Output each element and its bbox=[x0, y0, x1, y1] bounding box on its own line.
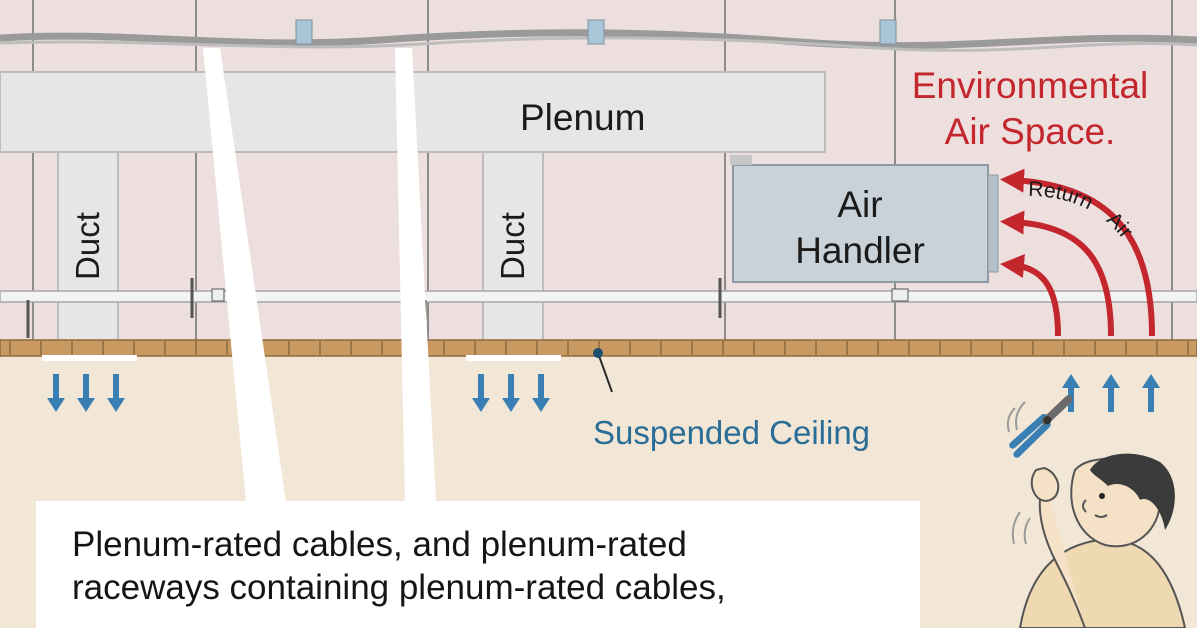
suspended-ceiling-label: Suspended Ceiling bbox=[593, 414, 871, 451]
environmental-air-space-label: Environmental Air Space. bbox=[880, 63, 1180, 155]
note-line-2: raceways containing plenum-rated cables, bbox=[72, 568, 726, 607]
junction-box-left bbox=[211, 288, 225, 302]
note-callout-box: Plenum-rated cables, and plenum-rated ra… bbox=[36, 501, 920, 628]
environmental-label-line1: Environmental bbox=[911, 65, 1149, 106]
duct-left-label: Duct bbox=[69, 212, 106, 280]
cable-hangers bbox=[295, 19, 897, 45]
suspended-ceiling-pointer-dot bbox=[593, 348, 603, 358]
junction-box-right bbox=[891, 288, 909, 302]
return-air-curves bbox=[1000, 168, 1155, 337]
air-handler-box bbox=[732, 164, 989, 283]
air-handler-label-line1: Air bbox=[837, 184, 883, 225]
duct-left-body bbox=[57, 151, 119, 345]
plenum-space-background bbox=[0, 0, 1197, 345]
environmental-label-line2: Air Space. bbox=[944, 111, 1116, 152]
ceiling-grid-runner bbox=[0, 290, 1197, 303]
air-handler-support bbox=[730, 155, 752, 165]
ceiling-light-left bbox=[42, 355, 137, 361]
callout-wedge-left bbox=[203, 48, 286, 502]
air-handler-vent bbox=[987, 174, 999, 273]
person-illustration bbox=[1011, 453, 1187, 628]
plenum-label: Plenum bbox=[520, 97, 646, 138]
pliers-motion-lines bbox=[1006, 401, 1026, 433]
air-handler-label-line2: Handler bbox=[795, 230, 925, 271]
vertical-joists bbox=[32, 0, 1173, 340]
duct-right-body bbox=[482, 151, 544, 345]
overhead-cable-strand bbox=[0, 36, 1197, 52]
duct-right-label: Duct bbox=[494, 212, 531, 280]
air-handler-label: Air Handler bbox=[735, 182, 985, 274]
note-line-1: Plenum-rated cables, and plenum-rated bbox=[72, 525, 687, 564]
return-air-arrows-up bbox=[1062, 374, 1160, 412]
ceiling-tile-joints bbox=[9, 341, 1189, 355]
ceiling-light-right bbox=[466, 355, 561, 361]
callout-wedge-right bbox=[395, 48, 436, 502]
pliers-icon bbox=[1009, 395, 1073, 458]
suspended-ceiling-pointer bbox=[597, 352, 613, 393]
supply-air-arrows-right bbox=[472, 374, 550, 412]
supply-air-arrows-left bbox=[47, 374, 125, 412]
